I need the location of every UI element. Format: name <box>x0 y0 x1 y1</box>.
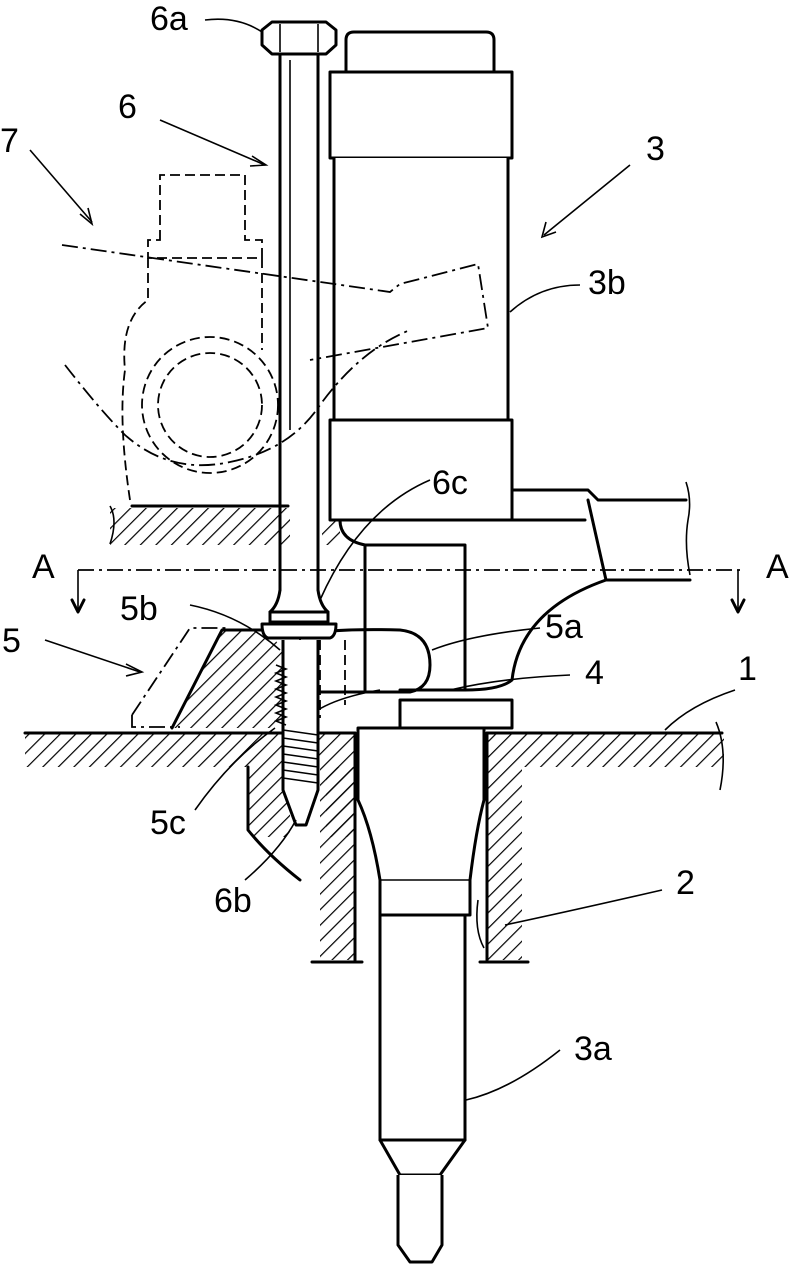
label-a-right: A <box>766 548 789 586</box>
label-7: 7 <box>0 122 19 160</box>
section-line-a-a <box>70 569 746 614</box>
clamp-5 <box>131 627 432 730</box>
bolt-6 <box>260 20 338 827</box>
label-2: 2 <box>676 864 695 902</box>
injector-3 <box>328 30 692 1264</box>
reference-labels: 6a 6 7 3 3b 6c A A 5b 5a 5 4 1 5c 6b 2 3… <box>0 0 789 1068</box>
label-1: 1 <box>738 650 757 688</box>
label-5b: 5b <box>120 590 158 628</box>
label-3b: 3b <box>588 264 626 302</box>
label-6b: 6b <box>214 882 252 920</box>
label-6: 6 <box>118 88 137 126</box>
label-3: 3 <box>646 130 665 168</box>
leader-lines <box>29 18 736 1101</box>
label-6c: 6c <box>432 464 468 502</box>
label-3a: 3a <box>574 1030 612 1068</box>
label-5a: 5a <box>545 608 583 646</box>
label-4: 4 <box>585 654 604 692</box>
label-a-left: A <box>32 548 55 586</box>
label-5: 5 <box>2 622 21 660</box>
valve-mechanism-7 <box>61 174 490 501</box>
label-5c: 5c <box>150 804 186 842</box>
upper-head-block <box>109 504 340 545</box>
threaded-hole-boss <box>246 765 355 882</box>
label-6a: 6a <box>150 0 188 38</box>
bolt-thread <box>273 664 319 784</box>
